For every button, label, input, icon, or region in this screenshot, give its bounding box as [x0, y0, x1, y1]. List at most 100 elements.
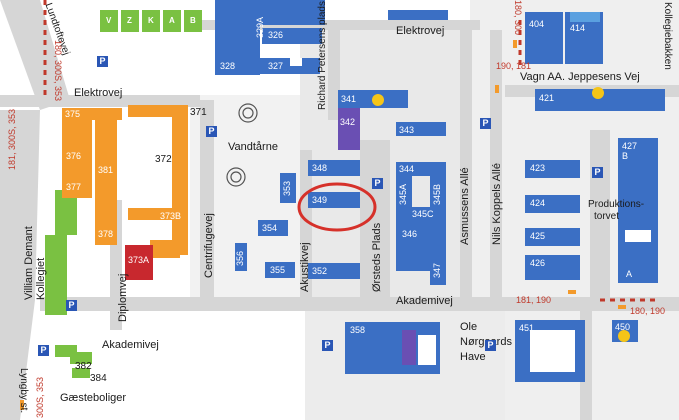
building-425[interactable] [525, 228, 580, 246]
building-424[interactable] [525, 195, 580, 213]
road-centrifugevej [200, 100, 214, 310]
building-number: 372 [155, 154, 172, 165]
street-label: Vagn AA. Jeppesens Vej [520, 71, 640, 83]
building-355[interactable] [265, 262, 295, 278]
gaesteboliger-block[interactable] [72, 368, 90, 378]
building-373B-bottom[interactable] [150, 240, 180, 258]
building-number: B [622, 151, 629, 161]
building-number: 354 [262, 223, 278, 233]
building-number: 381 [98, 165, 114, 175]
street-label: Villiam Demant [23, 226, 35, 300]
green-letter: K [148, 16, 154, 25]
building-number: 427 [622, 141, 638, 151]
street-label: Elektrovej [396, 25, 445, 37]
bus-route-label: 300S, 353 [35, 376, 45, 418]
building-a[interactable] [163, 10, 181, 32]
building-345C[interactable] [396, 207, 446, 221]
building-elektrovej[interactable] [388, 10, 448, 20]
parking-icon[interactable]: P [480, 118, 491, 129]
building-number: 424 [530, 198, 546, 208]
kollegiet-block[interactable] [45, 235, 67, 315]
building-353[interactable] [280, 173, 296, 203]
building-number: 358 [350, 325, 366, 335]
building-378[interactable] [95, 220, 117, 245]
bus-stop-marker [568, 290, 576, 294]
cutout [290, 58, 302, 66]
bus-route-label: 180, 190 [630, 306, 666, 316]
street-label: Diplomvej [117, 273, 129, 322]
water-tower-icon [230, 171, 242, 183]
parking-icon[interactable]: P [206, 126, 217, 137]
parking-icon[interactable]: P [485, 340, 496, 351]
street-label: Gæsteboliger [60, 392, 127, 404]
street-label: Centrifugevej [203, 213, 215, 278]
parking-icon[interactable]: P [38, 345, 49, 356]
building-423[interactable] [525, 160, 580, 178]
building-number: 378 [98, 229, 114, 239]
street-label: Have [460, 351, 486, 363]
gaesteboliger-block[interactable] [70, 352, 92, 364]
bus-stop-marker [495, 85, 499, 93]
building-414-roof [570, 12, 600, 22]
bus-route-label: 181, 190 [516, 295, 552, 305]
street-label: Richard Petersens plads [317, 1, 328, 110]
building-426[interactable] [525, 255, 580, 280]
green-letter: B [190, 16, 196, 25]
building-352[interactable] [308, 263, 360, 279]
building-number: 384 [90, 373, 107, 384]
building-372[interactable] [172, 105, 188, 255]
building-number: 349 [312, 195, 328, 205]
parking-icon[interactable]: P [592, 167, 603, 178]
building-number: 450 [615, 322, 631, 332]
building-373B-top[interactable] [128, 208, 188, 220]
green-letter: Z [127, 16, 132, 25]
building-381[interactable] [95, 120, 117, 220]
building-number: 346 [402, 229, 418, 239]
building-375-wing[interactable] [62, 108, 92, 198]
building-v[interactable] [100, 10, 118, 32]
building-347[interactable] [430, 255, 446, 285]
bus-route-label: 190, 181 [496, 61, 532, 71]
building-number: 451 [519, 323, 535, 333]
road-oersteds-plads [360, 140, 390, 310]
building-427-courtyard [625, 230, 651, 242]
building-number: A [626, 269, 633, 279]
building-z[interactable] [121, 10, 139, 32]
building-342[interactable] [338, 108, 360, 150]
street-label: Akustikvej [299, 242, 311, 292]
building-404-414[interactable] [525, 12, 563, 64]
water-tower-icon [226, 167, 246, 187]
building-373A[interactable] [125, 245, 153, 280]
building-number: 329A [255, 16, 265, 38]
building-k[interactable] [142, 10, 160, 32]
kollegiet-block[interactable] [55, 190, 77, 235]
building-number: 421 [539, 93, 555, 103]
building-number: 326 [268, 30, 284, 40]
building-b[interactable] [184, 10, 202, 32]
building-427[interactable] [618, 138, 658, 283]
parking-icon[interactable]: P [322, 340, 333, 351]
building-356[interactable] [235, 243, 247, 271]
building-344[interactable] [396, 162, 446, 176]
building-348[interactable] [308, 160, 360, 176]
parking-icon[interactable]: P [66, 300, 77, 311]
road-richard-petersens [328, 20, 340, 120]
building-421[interactable] [535, 89, 665, 111]
street-label: torvet [594, 211, 620, 222]
orange-buildings [62, 105, 188, 258]
parking-icon[interactable]: P [97, 56, 108, 67]
building-number: 345C [412, 209, 434, 219]
building-number: 327 [268, 61, 284, 71]
building-343[interactable] [396, 122, 446, 136]
building-number: 373B [160, 211, 182, 221]
parking-icon[interactable]: P [372, 178, 383, 189]
street-label: Ole [460, 321, 478, 333]
building-354[interactable] [258, 220, 288, 236]
building-358-wing[interactable] [402, 330, 416, 365]
building-326[interactable] [262, 28, 322, 44]
green-letter: A [169, 16, 175, 25]
road-elektrovej-west [0, 95, 200, 107]
building-349[interactable] [308, 192, 360, 208]
building-number: 371 [190, 107, 207, 118]
